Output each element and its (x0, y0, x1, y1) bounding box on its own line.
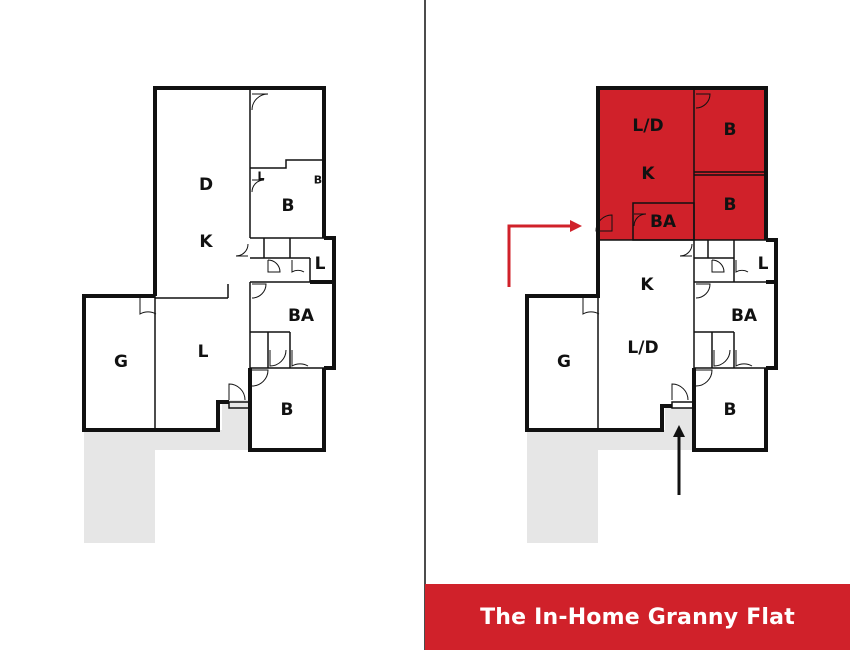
room-label-dining: D (199, 175, 213, 195)
wall-outline (525, 86, 778, 452)
room-label-flat-kitchen: K (641, 164, 655, 184)
granny-flat-highlight (598, 88, 766, 240)
banner-title: The In-Home Granny Flat (480, 604, 795, 630)
shaded-area (84, 430, 155, 543)
room-label-bedroom-lower: B (281, 400, 294, 420)
banner-background (425, 584, 850, 650)
room-label-linen: L (315, 254, 326, 274)
room-label-linen: L (758, 254, 769, 274)
door-swings (582, 93, 753, 401)
room-label-linen-small: L (257, 170, 264, 183)
room-label-kitchen: K (640, 275, 654, 295)
room-label-flat-bedroom-2: B (724, 195, 737, 215)
room-label-garage: G (557, 352, 571, 372)
wall-outline (82, 86, 336, 452)
shaded-area (527, 430, 598, 543)
room-label-living-dining: L/D (627, 338, 658, 358)
room-label-flat-bedroom: B (724, 120, 737, 140)
door-swings (139, 93, 309, 401)
room-label-bedroom: B (724, 400, 737, 420)
room-label-bath: BA (288, 306, 315, 326)
room-label-bath: BA (731, 306, 758, 326)
room-label-garage: G (114, 352, 128, 372)
right-floor-plan: L/D K BA B B K L/D L BA G B (507, 86, 778, 543)
room-label-kitchen: K (199, 232, 213, 252)
room-label-flat-living: L/D (632, 116, 663, 136)
room-label-bedroom: B (282, 196, 295, 216)
left-floor-plan: D K B L B L BA G L B (82, 86, 336, 543)
room-label-small: B (314, 174, 322, 187)
arrow-up-icon (673, 425, 685, 495)
room-label-living: L (198, 342, 209, 362)
arrow-right-icon (507, 220, 582, 287)
room-label-flat-bath: BA (650, 212, 677, 232)
